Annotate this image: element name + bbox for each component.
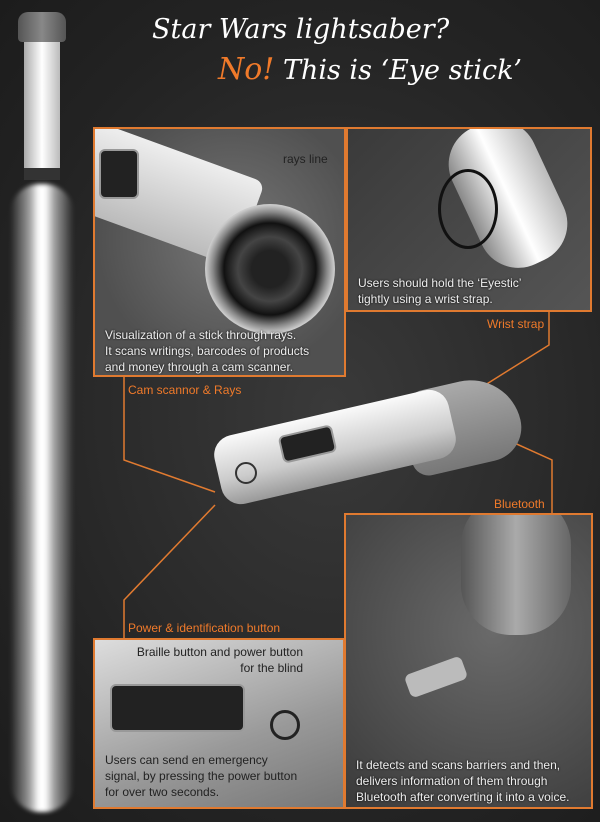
- cam-text-line: and money through a cam scanner.: [105, 360, 294, 374]
- wrist-text-line: tightly using a wrist strap.: [358, 292, 493, 306]
- wrist-strap-panel: Users should hold the ‘Eyestic’ tightly …: [346, 127, 592, 312]
- power-text-line: Users can send en emergency: [105, 753, 268, 767]
- cam-label: Cam scannor & Rays: [128, 383, 242, 397]
- title-rest: This is ‘Eye stick’: [274, 55, 523, 86]
- bluetooth-text-line: It detects and scans barriers and then,: [356, 758, 561, 772]
- title-no: No!: [218, 52, 275, 87]
- bluetooth-label: Bluetooth: [494, 497, 545, 511]
- power-button-panel: Braille button and power button for the …: [93, 638, 345, 809]
- title-line-2: No! This is ‘Eye stick’: [218, 52, 522, 87]
- cam-text-line: It scans writings, barcodes of products: [105, 344, 310, 358]
- cam-scanner-panel: rays line Visualization of a stick throu…: [93, 127, 346, 377]
- lightsaber-image: [10, 12, 74, 812]
- power-text-line: signal, by pressing the power button: [105, 769, 298, 783]
- bluetooth-text-line: Bluetooth after converting it into a voi…: [356, 790, 570, 804]
- camera-lens-image: [205, 204, 335, 334]
- wrist-text-line: Users should hold the ‘Eyestic’: [358, 276, 522, 290]
- eye-stick-device-image: [205, 370, 529, 509]
- power-heading-line: for the blind: [240, 661, 303, 675]
- power-text-line: for over two seconds.: [105, 785, 220, 799]
- power-icon: [270, 710, 300, 740]
- bluetooth-panel: It detects and scans barriers and then, …: [344, 513, 593, 809]
- power-label: Power & identification button: [128, 621, 281, 635]
- power-heading-line: Braille button and power button: [136, 645, 303, 659]
- rays-line-annotation: rays line: [283, 152, 328, 166]
- power-icon: [235, 462, 257, 484]
- cam-text-line: Visualization of a stick through rays.: [105, 328, 297, 342]
- bluetooth-text-line: delivers information of them through: [356, 774, 548, 788]
- title-line-1: Star Wars lightsaber?: [152, 14, 450, 45]
- wrist-label: Wrist strap: [487, 317, 545, 331]
